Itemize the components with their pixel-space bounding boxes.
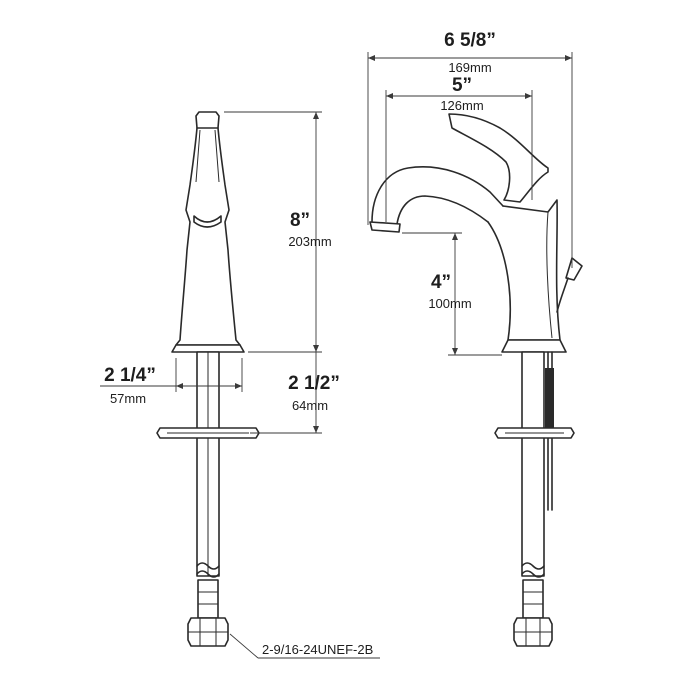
faucet-front-view: [156, 111, 260, 647]
side-aerator: [369, 221, 401, 233]
front-base: [171, 344, 245, 353]
side-body: [487, 199, 561, 341]
side-shank-break: [521, 562, 545, 578]
total-height-metric: 203mm: [288, 234, 331, 249]
overall-width-metric: 169mm: [448, 60, 491, 75]
spout-height-imperial: 4”: [431, 272, 451, 293]
base-diameter-imperial: 2 1/4”: [104, 365, 156, 386]
side-base: [501, 339, 567, 353]
total-height-imperial: 8”: [290, 210, 310, 231]
spout-height-metric: 100mm: [428, 296, 471, 311]
deck-thickness-imperial: 2 1/2”: [288, 373, 340, 394]
base-diameter-metric: 57mm: [110, 391, 146, 406]
side-shank: [521, 351, 545, 577]
spout-reach-metric: 126mm: [440, 98, 483, 113]
faucet-side-view: [369, 113, 583, 647]
front-shank-break: [196, 562, 220, 578]
side-spout: [371, 166, 504, 223]
side-handle-lever: [448, 113, 549, 203]
front-handle-cap: [195, 111, 220, 129]
side-rear-knob: [565, 257, 583, 281]
front-aerator: [193, 215, 222, 228]
thread-callout-label: 2-9/16-24UNEF-2B: [262, 642, 373, 657]
front-thread: [197, 579, 219, 619]
front-faucet-body: [175, 127, 241, 346]
side-thread: [522, 579, 544, 619]
deck-thickness-metric: 64mm: [292, 398, 328, 413]
dimension-lines: [100, 52, 573, 659]
spout-reach-imperial: 5”: [452, 75, 472, 96]
overall-width-imperial: 6 5/8”: [444, 30, 496, 51]
